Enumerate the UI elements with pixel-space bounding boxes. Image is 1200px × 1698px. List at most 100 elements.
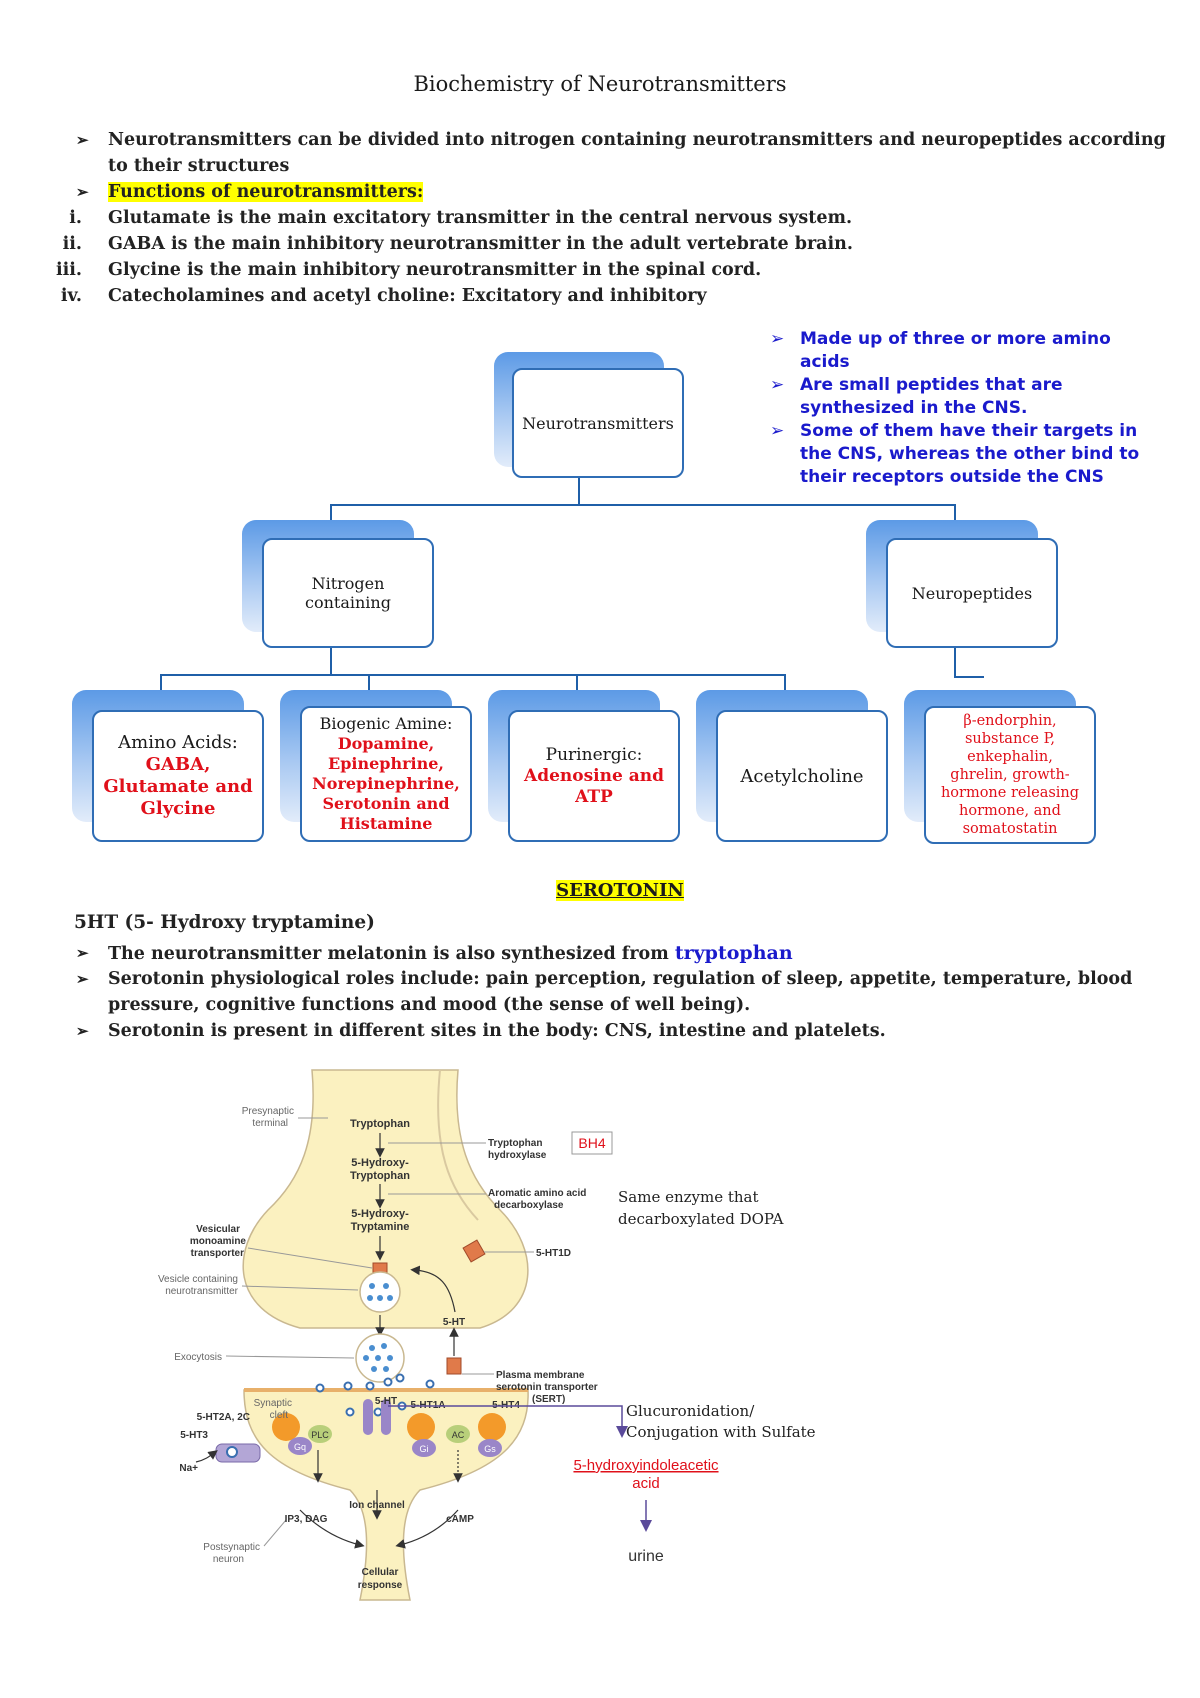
gs-label: Gs (484, 1444, 496, 1454)
peptide-item: enkephalin, (967, 749, 1053, 765)
neuropeptides-box: Neuropeptides (886, 538, 1058, 648)
synaptic-cleft-label: cleft (270, 1410, 289, 1421)
urine-label: urine (628, 1548, 664, 1565)
exocytosis-label: Exocytosis (174, 1352, 222, 1363)
function-number: i. (69, 208, 82, 228)
vesicle-label: Vesicle containing (158, 1274, 238, 1285)
gs-protein-icon (478, 1439, 502, 1457)
serotonin-bullet-text: The neurotransmitter melatonin is also s… (108, 944, 675, 964)
exocytosis-contents (363, 1343, 393, 1372)
serotonin-heading: SEROTONIN (0, 880, 1200, 901)
vesicle-icon (359, 1271, 401, 1313)
function-number: ii. (62, 234, 82, 254)
postsynaptic-label: neuron (213, 1554, 244, 1565)
label-leader (225, 1355, 355, 1359)
biogenic-item: Dopamine, (337, 734, 435, 753)
5hiaa-label: 5-hydroxyindoleacetic (573, 1457, 719, 1474)
hydroxytryptamine-label: Tryptamine (351, 1221, 410, 1233)
note-item: ➢Made up of three or more amino acids (770, 328, 1150, 374)
glucuronidation-label: Conjugation with Sulfate (626, 1423, 816, 1441)
peptide-item: β-endorphin, (963, 713, 1057, 729)
camp-label: cAMP (446, 1514, 474, 1525)
function-text: Glutamate is the main excitatory transmi… (108, 208, 853, 228)
purinergic-item: ATP (575, 786, 613, 807)
purinergic-box: Purinergic: Adenosine and ATP (508, 710, 680, 842)
tph-label: hydroxylase (488, 1150, 547, 1161)
connector-line (576, 674, 578, 696)
peptide-item: hormone releasing (940, 785, 1080, 801)
root-label: Neurotransmitters (522, 413, 674, 433)
nitrogen-label: Nitrogen (311, 574, 385, 593)
note-item: ➢Some of them have their targets in the … (770, 420, 1150, 489)
gq-label: Gq (294, 1442, 306, 1452)
label-leader (241, 1285, 359, 1291)
biogenic-item: Epinephrine, (328, 754, 444, 773)
connector-line (368, 674, 370, 696)
amino-acids-box: Amino Acids: GABA, Glutamate and Glycine (92, 710, 264, 842)
biogenic-amine-box: Biogenic Amine: Dopamine, Epinephrine, N… (300, 706, 472, 842)
bh4-label: BH4 (578, 1135, 605, 1151)
serotonin-bullet: ➢ Serotonin is present in different site… (76, 1018, 886, 1044)
page-title: Biochemistry of Neurotransmitters (413, 72, 787, 96)
reuptake-5ht-label: 5-HT (443, 1317, 465, 1328)
arrow-bullet-icon: ➢ (76, 183, 89, 201)
peptide-item: ghrelin, growth- (950, 767, 1070, 783)
serotonin-bullet: ➢ Serotonin physiological roles include:… (76, 966, 1133, 992)
connector-line (954, 648, 956, 678)
sert-label: Plasma membrane (496, 1370, 585, 1381)
hydroxytryptophan-label: 5-Hydroxy- (351, 1157, 409, 1169)
cellular-response-label: response (358, 1580, 403, 1591)
ac-label: AC (452, 1430, 465, 1440)
signal-arrow (395, 1509, 459, 1549)
same-enzyme-note: Same enzyme that (618, 1188, 759, 1206)
intro-bullet-text: Neurotransmitters can be divided into ni… (108, 130, 1166, 150)
presynaptic-label: terminal (252, 1118, 288, 1129)
root-box: Neurotransmitters (512, 368, 684, 478)
functions-heading: ➢ Functions of neurotransmitters: (76, 179, 424, 205)
intro-bullet-cont: to their structures (108, 156, 290, 176)
serotonin-subtitle: 5HT (5- Hydroxy tryptamine) (74, 912, 375, 933)
amino-item: GABA, (145, 754, 211, 775)
tph-label: Tryptophan (488, 1138, 542, 1149)
arrow-bullet-icon: ➢ (770, 329, 785, 349)
neuropeptides-label: Neuropeptides (911, 583, 1033, 603)
postsynaptic-label: Postsynaptic (203, 1542, 260, 1553)
peptide-item: substance P, (964, 731, 1056, 747)
5ht4-receptor-icon (478, 1413, 506, 1441)
amino-item: Glutamate and (103, 776, 253, 797)
note-text: Are small peptides that are synthesized … (800, 375, 1063, 418)
5ht3-channel-icon (215, 1443, 261, 1463)
bh4-box (571, 1131, 613, 1155)
sodium-arrow (195, 1450, 218, 1463)
vmat-label: transporter (191, 1248, 244, 1259)
gi-protein-icon (412, 1439, 436, 1457)
acetylcholine-box: Acetylcholine (716, 710, 888, 842)
hydroxytryptophan-label: Tryptophan (350, 1170, 410, 1182)
peptide-item: hormone, and (959, 803, 1061, 819)
plc-label: PLC (311, 1430, 329, 1440)
biogenic-item: Serotonin and (322, 794, 450, 813)
ion-channel-icon (363, 1399, 391, 1435)
5ht2-receptor-icon (272, 1413, 300, 1441)
biogenic-title: Biogenic Amine: (319, 714, 453, 733)
same-enzyme-note: decarboxylated DOPA (618, 1210, 784, 1228)
serotonin-bullet-cont: pressure, cognitive functions and mood (… (108, 995, 751, 1015)
connector-line (954, 676, 984, 678)
purinergic-title: Purinergic: (545, 744, 643, 765)
synapse-diagram: Tryptophan 5-Hydroxy- Tryptophan 5-Hydro… (158, 1069, 816, 1601)
arrow-bullet-icon: ➢ (76, 970, 89, 988)
metabolism-arrow (388, 1405, 628, 1438)
presynaptic-terminal-shape (242, 1069, 529, 1329)
arrow-bullet-icon: ➢ (770, 421, 785, 441)
function-text: Catecholamines and acetyl choline: Excit… (108, 286, 707, 306)
sert-label: (SERT) (532, 1394, 565, 1405)
tryptophan-highlight: tryptophan (674, 942, 793, 964)
arrow-bullet-icon: ➢ (76, 1022, 89, 1040)
serotonin-bullet-text: Serotonin physiological roles include: p… (108, 969, 1133, 989)
ac-enzyme-icon (446, 1425, 470, 1443)
serotonin-bullet: ➢ The neurotransmitter melatonin is also… (76, 940, 793, 967)
glucuronidation-label: Glucuronidation/ (626, 1402, 755, 1420)
connector-line (330, 648, 332, 676)
aadc-label: Aromatic amino acid (488, 1188, 586, 1199)
neuropeptide-notes: ➢Made up of three or more amino acids ➢ A… (770, 328, 1150, 489)
